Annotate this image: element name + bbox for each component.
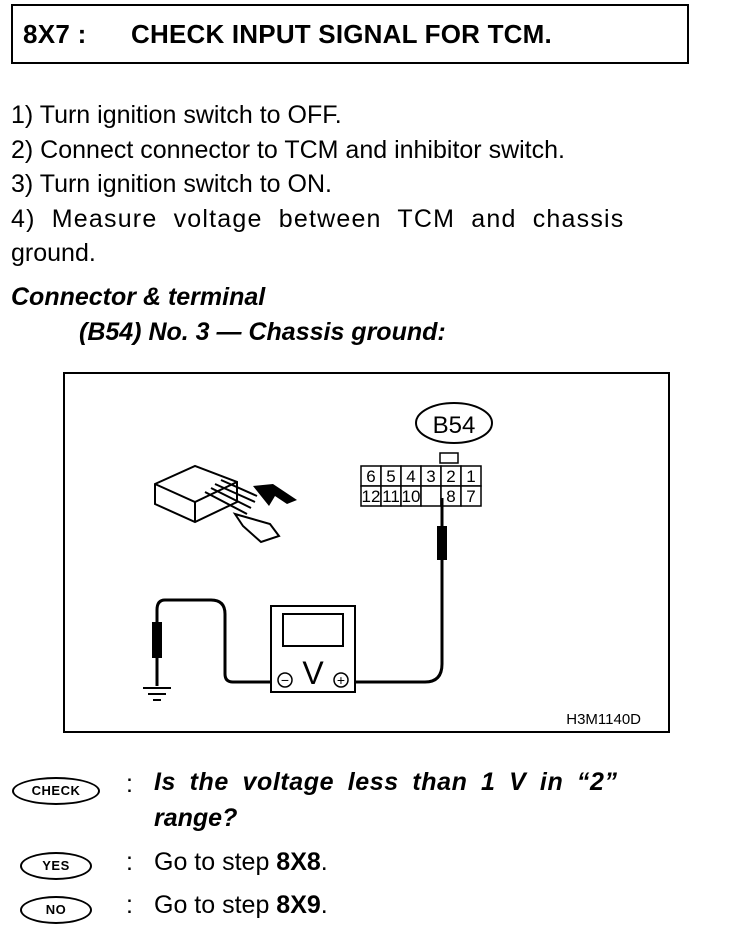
yes-badge: YES — [20, 852, 92, 880]
yes-colon: : — [126, 848, 133, 876]
step-line-3: 3) Turn ignition switch to ON. — [11, 170, 332, 198]
no-target-step: 8X9 — [276, 891, 321, 919]
pin-label: 2 — [446, 467, 455, 486]
pin-label: 12 — [362, 487, 381, 506]
voltmeter: − + V — [270, 605, 356, 693]
yes-answer-suffix: . — [320, 848, 328, 876]
step-header: 8X7 : CHECK INPUT SIGNAL FOR TCM. — [11, 4, 689, 64]
connector-terminal-title: Connector & terminal — [11, 283, 266, 311]
connector-id-oval — [415, 402, 493, 444]
pin-cell — [420, 485, 442, 507]
check-badge-label: CHECK — [31, 783, 81, 798]
check-badge: CHECK — [12, 777, 100, 805]
no-answer: Go to step 8X9. — [154, 891, 328, 920]
pin-label: 7 — [466, 487, 475, 506]
pin-label: 8 — [446, 487, 455, 506]
pin-label: 5 — [386, 467, 395, 486]
pin-label: 4 — [406, 467, 415, 486]
step-number: 8X7 : — [23, 19, 87, 49]
connector-id: B54 — [433, 412, 476, 439]
check-question-line2: range? — [154, 804, 238, 832]
no-colon: : — [126, 891, 133, 919]
yes-answer-prefix: Go to step — [154, 848, 277, 876]
arrow-icon — [253, 484, 297, 506]
no-answer-prefix: Go to step — [154, 891, 277, 919]
step-line-4: 4) Measure voltage between TCM and chass… — [11, 204, 625, 233]
step-line-1: 1) Turn ignition switch to OFF. — [11, 101, 342, 129]
step-line-2: 2) Connect connector to TCM and inhibito… — [11, 135, 565, 164]
procedure-steps: 1) Turn ignition switch to OFF. 2) Conne… — [11, 98, 693, 271]
pin-label: 3 — [426, 467, 435, 486]
yes-badge-label: YES — [42, 858, 70, 873]
no-answer-suffix: . — [320, 891, 328, 919]
no-badge: NO — [20, 896, 92, 924]
check-question-line1: Is the voltage less than 1 V in “2” — [154, 768, 618, 796]
yes-target-step: 8X8 — [276, 848, 321, 876]
pin-label: 1 — [466, 467, 475, 486]
no-badge-label: NO — [45, 902, 67, 917]
minus-sign: − — [281, 672, 289, 688]
yes-answer: Go to step 8X8. — [154, 848, 328, 877]
plus-sign: + — [337, 672, 345, 688]
negative-terminal-icon — [277, 672, 293, 688]
pin-label: 6 — [366, 467, 375, 486]
positive-terminal-icon — [333, 672, 349, 688]
pin-label: 11 — [382, 487, 400, 506]
connector-tab — [439, 452, 459, 464]
figure-code: H3M1140D — [566, 711, 641, 728]
harness-connector-icon — [154, 464, 281, 544]
ground-probe — [152, 598, 273, 686]
step-line-4-cont: ground. — [11, 239, 96, 267]
pin-label: 10 — [402, 487, 421, 506]
step-title: CHECK INPUT SIGNAL FOR TCM. — [131, 19, 552, 49]
voltmeter-display — [282, 613, 344, 647]
pin-cell — [460, 485, 482, 507]
ground-symbol-icon — [143, 687, 171, 701]
connector-terminal-subtitle: (B54) No. 3 — Chassis ground: — [79, 318, 446, 346]
check-colon: : — [126, 770, 133, 798]
voltmeter-symbol: V — [302, 655, 324, 691]
positive-probe — [355, 498, 447, 684]
